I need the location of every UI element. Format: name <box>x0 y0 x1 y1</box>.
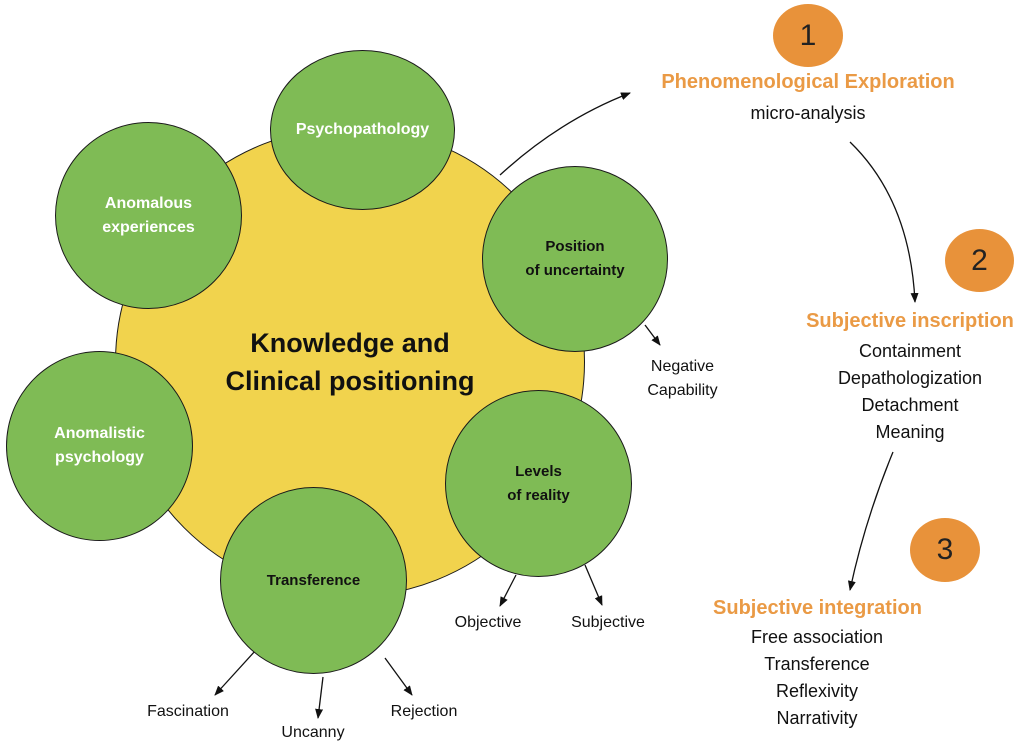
step-3-item: Narrativity <box>776 708 858 728</box>
arrow-to-subjective <box>584 564 603 606</box>
step-3-item: Free association <box>750 627 884 647</box>
node-position-of-uncertainty: Position of uncertainty <box>482 166 668 352</box>
arrow-step2-to-step3 <box>847 451 894 591</box>
step-2-item: Meaning <box>875 422 945 442</box>
step-3-badge: 3 <box>910 518 980 582</box>
node-position-of-uncertainty-label: Position of uncertainty <box>525 238 625 279</box>
central-title: Knowledge and Clinical positioning <box>225 328 475 396</box>
step-3-item: Reflexivity <box>775 681 859 701</box>
arrow-to-fascination <box>214 650 256 696</box>
label-rejection: Rejection <box>390 703 458 720</box>
node-anomalistic-psychology-label: Anomalistic psychology <box>54 425 145 466</box>
label-negative-capability: Negative Capability <box>647 358 718 399</box>
step-3-items: Free association Transference Reflexivit… <box>717 624 917 732</box>
node-anomalous-experiences: Anomalous experiences <box>55 122 242 309</box>
step-2-title: Subjective inscription <box>806 310 1014 332</box>
step-2-number: 2 <box>971 243 988 277</box>
step-2-items: Containment Depathologization Detachment… <box>810 338 1010 446</box>
arrow-to-uncanny <box>315 676 324 719</box>
step-3-number: 3 <box>936 533 954 566</box>
node-levels-of-reality: Levels of reality <box>445 390 632 577</box>
node-psychopathology: Psychopathology <box>270 50 455 210</box>
node-anomalous-experiences-label: Anomalous experiences <box>102 194 195 236</box>
arrow-to-phenomenological-exploration <box>499 92 631 176</box>
step-1-badge: 1 <box>773 4 843 67</box>
arrow-to-negative-capability <box>644 324 661 346</box>
node-anomalistic-psychology: Anomalistic psychology <box>6 351 193 541</box>
step-2-item: Depathologization <box>837 368 983 388</box>
arrow-step1-to-step2 <box>849 141 919 303</box>
label-objective: Objective <box>454 614 522 631</box>
node-psychopathology-label: Psychopathology <box>295 121 430 138</box>
label-uncanny: Uncanny <box>281 724 345 741</box>
node-transference-label: Transference <box>266 571 361 589</box>
node-levels-of-reality-label: Levels of reality <box>507 462 570 504</box>
step-3-title: Subjective integration <box>713 597 922 619</box>
arrow-to-rejection <box>384 657 413 696</box>
label-fascination: Fascination <box>147 703 229 720</box>
node-transference: Transference <box>220 487 407 674</box>
step-2-item: Containment <box>858 341 962 361</box>
step-1-number: 1 <box>799 18 817 52</box>
step-2-badge: 2 <box>945 229 1014 292</box>
step-3-item: Transference <box>764 654 870 674</box>
step-1-title: Phenomenological Exploration <box>661 71 955 93</box>
arrow-to-objective <box>499 574 517 607</box>
step-1-items: micro-analysis <box>708 100 908 127</box>
label-subjective: Subjective <box>571 614 645 631</box>
step-1-item: micro-analysis <box>750 103 866 123</box>
step-2-item: Detachment <box>861 395 959 415</box>
